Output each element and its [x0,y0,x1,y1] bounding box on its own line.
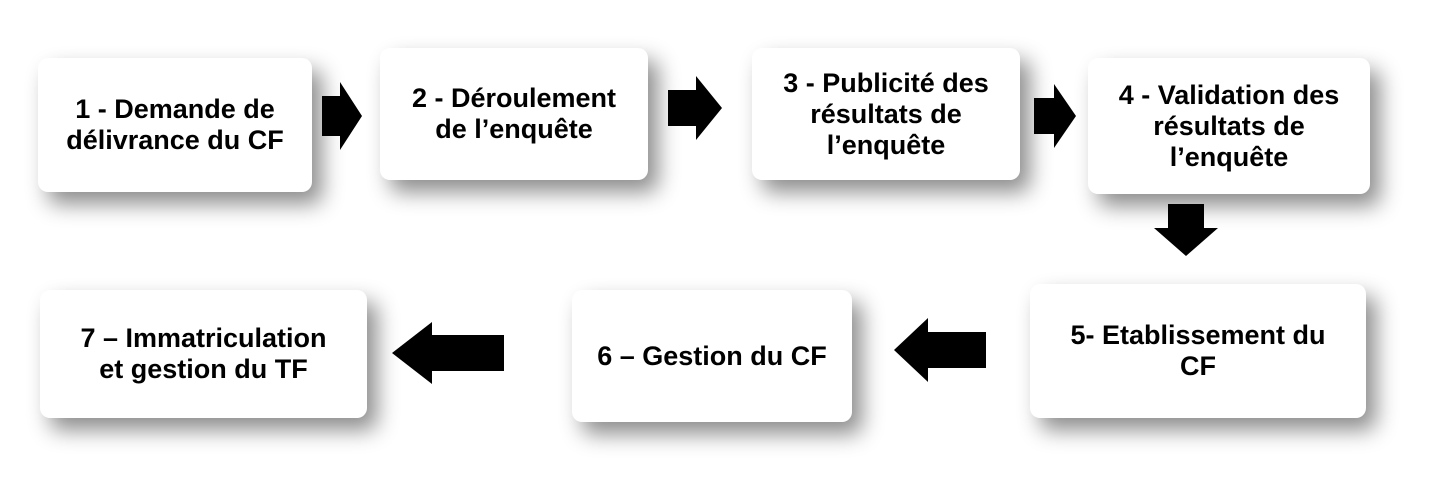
arrow-down-icon [1154,204,1218,256]
step-6-box: 6 – Gestion du CF [572,290,852,422]
arrow-left-icon [392,322,504,384]
arrow-left-icon [894,318,986,382]
step-6-label: 6 – Gestion du CF [597,340,827,371]
step-7-label: 7 – Immatriculation et gestion du TF [80,323,327,384]
step-2-label: 2 - Déroulement de l’enquête [411,83,617,144]
step-5-label: 5- Etablissement du CF [1070,320,1326,381]
arrow-right-icon [1034,84,1076,148]
step-3-box: 3 - Publicité des résultats de l’enquête [752,48,1020,180]
arrow-right-icon [322,82,362,150]
step-3-label: 3 - Publicité des résultats de l’enquête [783,67,989,160]
step-4-label: 4 - Validation des résultats de l’enquêt… [1118,79,1340,172]
step-1-label: 1 - Demande de délivrance du CF [66,94,284,155]
arrow-right-icon [668,76,722,140]
step-7-box: 7 – Immatriculation et gestion du TF [40,290,367,418]
step-4-box: 4 - Validation des résultats de l’enquêt… [1088,58,1370,194]
step-5-box: 5- Etablissement du CF [1030,284,1366,418]
step-1-box: 1 - Demande de délivrance du CF [38,58,312,192]
step-2-box: 2 - Déroulement de l’enquête [380,48,648,180]
